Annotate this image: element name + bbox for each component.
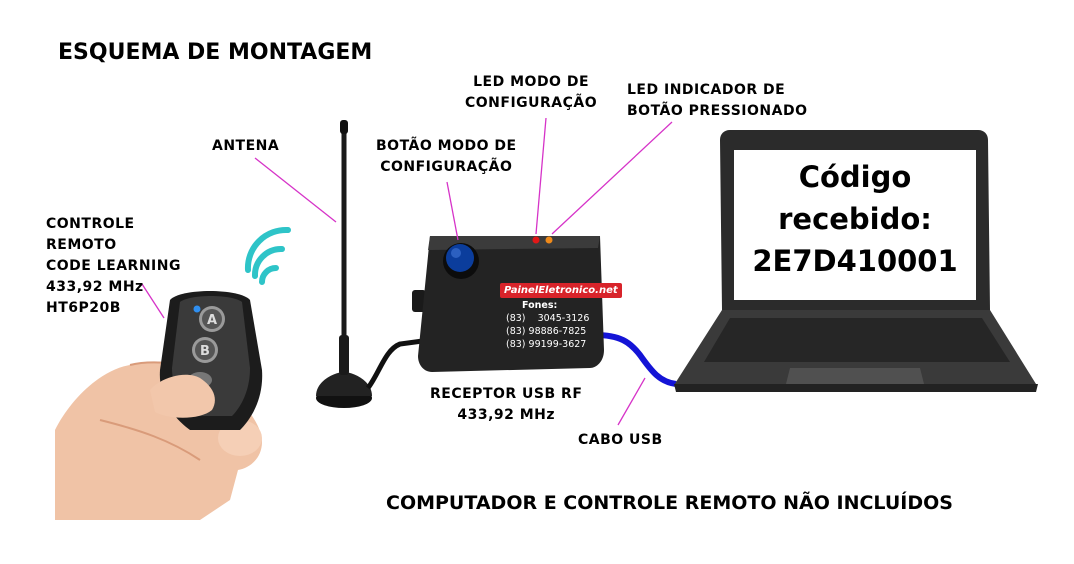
svg-text:B: B <box>200 344 210 359</box>
press-led-label: LED INDICADOR DE BOTÃO PRESSIONADO <box>627 82 808 119</box>
usb-cable-leader <box>617 377 646 426</box>
antenna-leader <box>254 157 337 223</box>
config-button-label: BOTÃO MODO DE CONFIGURAÇÃO <box>376 138 517 175</box>
device-phone-2: (83) 98886-7825 <box>506 326 587 337</box>
receiver-label: RECEPTOR USB RF 433,92 MHz <box>430 386 583 423</box>
wireless-signal-icon <box>244 226 291 285</box>
usb-cable-graphic <box>594 332 677 387</box>
antenna-label: ANTENA <box>212 138 280 154</box>
screen-line-2: recebido: <box>778 202 932 236</box>
device-brand-label: PainelEletronico.net <box>500 283 622 298</box>
config-button-leader <box>446 181 459 241</box>
press-led-leader <box>551 121 673 235</box>
antenna-cable <box>365 337 431 390</box>
page-title: ESQUEMA DE MONTAGEM <box>58 40 373 65</box>
remote-label: CONTROLE REMOTO CODE LEARNING 433,92 MHz… <box>46 216 181 316</box>
laptop-screen-text: Código recebido: 2E7D410001 <box>736 156 974 282</box>
device-phone-1: (83) 3045-3126 <box>506 313 590 324</box>
usb-rf-receiver-box <box>412 236 604 372</box>
device-phone-3: (83) 99199-3627 <box>506 339 587 350</box>
laptop-graphic <box>674 130 1038 392</box>
thumb-illustration <box>150 374 215 418</box>
remote-leader <box>141 283 165 319</box>
screen-line-3: 2E7D410001 <box>752 244 958 278</box>
svg-text:A: A <box>207 313 217 328</box>
antenna-graphic <box>316 120 372 408</box>
footer-note: COMPUTADOR E CONTROLE REMOTO NÃO INCLUÍD… <box>386 492 953 514</box>
device-phones: Fones: (83) 3045-3126 (83) 98886-7825 (8… <box>506 299 589 351</box>
leader-lines <box>141 117 673 426</box>
config-led-leader <box>535 117 547 235</box>
usb-cable-label: CABO USB <box>578 432 663 448</box>
config-led-label: LED MODO DE CONFIGURAÇÃO <box>465 74 598 111</box>
screen-line-1: Código <box>798 160 912 194</box>
device-phones-title: Fones: <box>522 300 558 311</box>
